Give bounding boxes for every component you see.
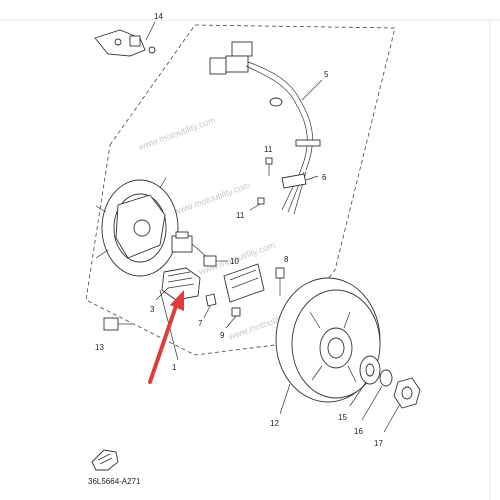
callout-7: 7: [198, 319, 203, 328]
callout-14: 14: [154, 12, 163, 21]
part-6-clamp: [281, 173, 319, 189]
part-bracket-assembly: [223, 263, 285, 303]
callout-15: 15: [338, 413, 347, 422]
callout-5: 5: [324, 70, 329, 79]
part-10-plug: [203, 255, 228, 267]
callout-6: 6: [322, 173, 327, 182]
callout-11-lower: 11: [236, 211, 245, 220]
part-3-pickup-coil: [155, 267, 201, 301]
drawing-code: 36L5664-A271: [88, 477, 141, 486]
callout-9: 9: [220, 331, 225, 340]
part-13-bolt: [103, 317, 132, 331]
part-7-clip: [203, 293, 217, 319]
part-15-washer: [349, 355, 381, 407]
callout-16: 16: [354, 427, 363, 436]
callout-12: 12: [270, 419, 279, 428]
part-11-screws: [249, 157, 273, 211]
part-17-nut: [383, 377, 421, 433]
callout-11-upper: 11: [264, 145, 273, 154]
watermark-text: www.motoutility.com: [136, 115, 216, 152]
part-12-flywheel-rotor: [275, 277, 381, 415]
part-1-stator-assembly: [95, 177, 179, 361]
callout-3: 3: [150, 305, 155, 314]
callout-10: 10: [230, 257, 239, 266]
connector-block: [171, 231, 209, 259]
callout-1: 1: [172, 363, 177, 372]
callout-17: 17: [374, 439, 383, 448]
part-9-bolt: [225, 307, 241, 329]
reference-hand-icon: [91, 449, 119, 471]
highlight-arrow: [148, 290, 184, 384]
part-16-spring-washer: [361, 369, 393, 421]
callout-13: 13: [95, 343, 104, 352]
part-14-clamp: [94, 21, 156, 57]
part-5-wire-harness: [209, 41, 323, 215]
callout-8: 8: [284, 255, 289, 264]
